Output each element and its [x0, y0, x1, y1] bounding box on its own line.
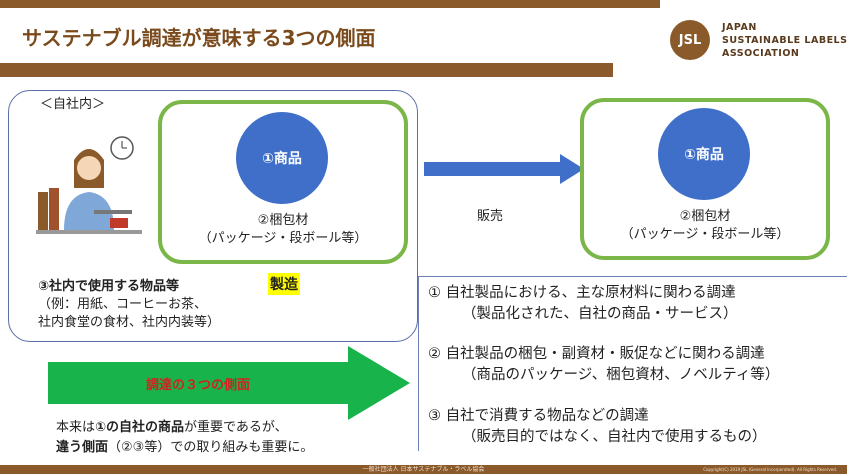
logo-line-2: SUSTAINABLE LABELS [722, 35, 847, 46]
sales-product-circle: ①商品 [658, 108, 750, 200]
three-aspects-arrow [48, 346, 410, 420]
note-part-1: 本来は [56, 420, 96, 435]
item3-example-line1: （例：用紙、コーヒーお茶、 [38, 297, 208, 312]
note-part-2: ①の自社の商品 [95, 420, 185, 435]
aspect-2-title: ② 自社製品の梱包・副資材・販促などに関わる調達 [428, 346, 765, 362]
manufacture-badge: 製造 [268, 273, 300, 295]
footer-copyright: Copyright(C) 2019 JSL (General Incorpora… [703, 467, 837, 472]
aspect-1-detail: （製品化された、自社の商品・サービス） [462, 306, 738, 322]
three-aspects-label: 調達の３つの側面 [145, 378, 250, 393]
aspect-2-detail: （商品のパッケージ、梱包資材、ノベルティ等） [462, 367, 780, 383]
note-part-4: 違う側面 [56, 440, 109, 455]
inhouse-packaging-line1: ②梱包材 [257, 213, 309, 228]
sales-arrow [424, 154, 584, 184]
footer-bar [0, 465, 847, 474]
item3-heading: ③社内で使用する物品等 [38, 279, 180, 294]
book-icon [110, 218, 128, 228]
aspect-1-title: ① 自社製品における、主な原材料に関わる調達 [428, 285, 736, 301]
sales-label: 販売 [477, 209, 504, 224]
item3-example-line2: 社内食堂の食材、社内内装等） [38, 315, 221, 330]
logo-line-1: JAPAN [722, 22, 757, 33]
inhouse-product-circle: ①商品 [236, 112, 328, 204]
aspect-item-2: ② 自社製品の梱包・副資材・販促などに関わる調達 （商品のパッケージ、梱包資材、… [428, 344, 779, 386]
aspect-3-detail: （販売目的ではなく、自社内で使用するもの） [462, 429, 767, 445]
aspect-item-3: ③ 自社で消費する物品などの調達 （販売目的ではなく、自社内で使用するもの） [428, 406, 767, 448]
inhouse-product-frame [158, 100, 408, 264]
page-title: サステナブル調達が意味する3つの側面 [22, 26, 376, 50]
sales-packaging-text: ②梱包材 （パッケージ・段ボール等） [580, 208, 830, 244]
procurement-aspects-panel [418, 276, 847, 451]
office-worker-illustration [36, 136, 142, 234]
top-accent-bar [0, 0, 660, 8]
note-text: 本来は①の自社の商品が重要であるが、 違う側面（②③等）での取り組みも重要に。 [56, 418, 313, 458]
logo-line-3: ASSOCIATION [722, 48, 800, 59]
sales-packaging-line2: （パッケージ・段ボール等） [620, 227, 790, 242]
aspect-item-1: ① 自社製品における、主な原材料に関わる調達 （製品化された、自社の商品・サービ… [428, 283, 738, 325]
inhouse-supplies-text: ③社内で使用する物品等 （例：用紙、コーヒーお茶、 社内食堂の食材、社内内装等） [38, 278, 220, 332]
note-part-5: （②③等）での取り組みも重要に。 [108, 440, 314, 455]
jsl-logo-text: JAPAN SUSTAINABLE LABELS ASSOCIATION [722, 21, 847, 60]
inhouse-packaging-text: ②梱包材 （パッケージ・段ボール等） [158, 212, 408, 248]
aspect-3-title: ③ 自社で消費する物品などの調達 [428, 408, 649, 424]
sales-packaging-line1: ②梱包材 [679, 209, 731, 224]
title-underline-bar [0, 63, 613, 77]
jsl-logo-mark: JSL [670, 20, 710, 60]
binder-icon [38, 192, 48, 232]
footer-organization: 一般社団法人 日本サステナブル・ラベル協会 [362, 466, 485, 473]
inhouse-packaging-line2: （パッケージ・段ボール等） [198, 231, 368, 246]
inhouse-label: ＜自社内＞ [40, 97, 106, 112]
note-part-3: が重要であるが、 [184, 420, 288, 435]
